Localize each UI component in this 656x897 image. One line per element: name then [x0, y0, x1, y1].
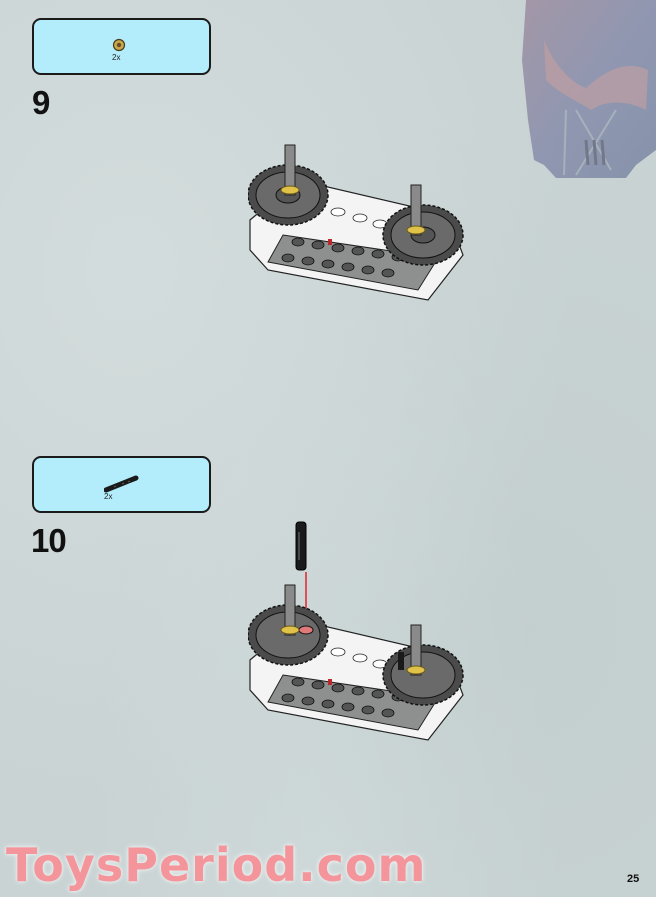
model-step-10	[248, 521, 464, 741]
pin-icon	[104, 475, 139, 493]
watermark: ToysPeriod.com	[6, 838, 427, 892]
step-number: 9	[32, 84, 50, 121]
model-step-9	[248, 144, 464, 301]
bush-icon	[112, 38, 126, 52]
step-number: 10	[31, 522, 67, 559]
page-number: 25	[627, 873, 640, 885]
parts-callout-step-10: 2x	[32, 456, 211, 513]
parts-callout-step-9: 2x	[32, 18, 211, 75]
part-quantity: 2x	[104, 492, 113, 501]
helmet-icon	[522, 0, 656, 178]
part-quantity: 2x	[112, 53, 121, 62]
